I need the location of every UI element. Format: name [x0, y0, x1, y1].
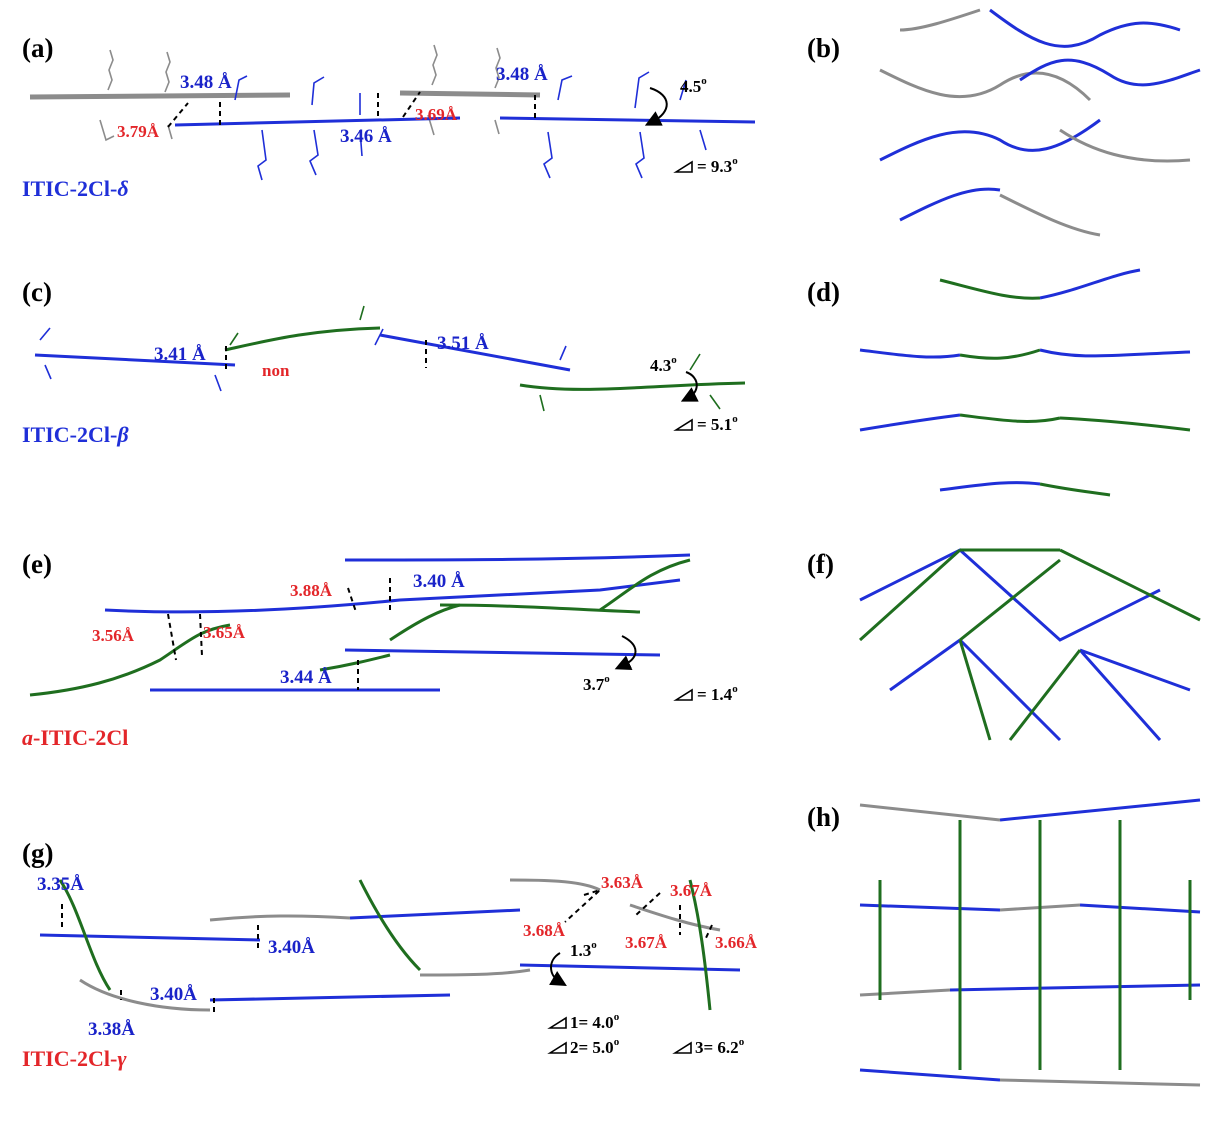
panel-c-angle: = 5.1o — [673, 413, 738, 434]
panel-a-molecules — [29, 44, 756, 181]
panel-a: (a) — [22, 33, 756, 201]
svg-text:= 1.4o: = 1.4o — [697, 683, 738, 704]
panel-a-label: (a) — [22, 33, 53, 63]
panel-g-molecules — [39, 878, 741, 1016]
panel-a-dist-red-2: 3.69Å — [415, 105, 458, 124]
panel-e-dist-red-3: 3.65Å — [203, 623, 246, 642]
panel-a-dist-3: 3.46 Å — [340, 126, 392, 147]
panel-e-angle: = 1.4o — [673, 683, 738, 704]
panel-g-material: ITIC-2Cl-γ — [22, 1046, 127, 1071]
panel-f-label: (f) — [807, 549, 834, 579]
panel-d-label: (d) — [807, 277, 840, 307]
panel-e: (e) 3.40 Å 3.44 Å 3.88Å 3.56Å 3.65Å 3.7o… — [22, 549, 738, 750]
panel-c-dist-1: 3.41 Å — [154, 344, 206, 365]
panel-c-molecules — [34, 305, 746, 412]
panel-c-label: (c) — [22, 277, 52, 307]
panel-g-angle-3: 3= 6.2o — [672, 1036, 745, 1057]
panel-e-molecules — [29, 553, 691, 697]
panel-g-dist-red-4: 3.67Å — [625, 933, 668, 952]
panel-c: (c) 3.41 Å 3.51 Å non 4.3o = 5.1o ITIC-2… — [22, 277, 746, 447]
panel-e-dist-2: 3.44 Å — [280, 667, 332, 688]
svg-text:2= 5.0o: 2= 5.0o — [570, 1036, 620, 1057]
panel-c-non: non — [262, 361, 290, 380]
panel-b-label: (b) — [807, 33, 840, 63]
svg-text:= 5.1o: = 5.1o — [697, 413, 738, 434]
panel-a-angle: = 9.3o — [673, 155, 738, 176]
svg-text:1= 4.0o: 1= 4.0o — [570, 1011, 620, 1032]
panel-g-angle-1: 1= 4.0o — [547, 1011, 620, 1032]
panel-g-dist-red-1: 3.63Å — [601, 873, 644, 892]
panel-g-dist-4: 3.38Å — [88, 1019, 135, 1040]
panel-a-dist-red-1: 3.79Å — [117, 122, 160, 141]
panel-g-dist-red-2: 3.67Å — [670, 881, 713, 900]
panel-e-dist-1: 3.40 Å — [413, 571, 465, 592]
panel-e-tilt: 3.7o — [583, 673, 610, 694]
panel-f: (f) — [807, 548, 1201, 742]
panel-e-dist-red-1: 3.88Å — [290, 581, 333, 600]
panel-h-packing — [859, 798, 1201, 1087]
panel-b-packing — [879, 8, 1201, 237]
panel-f-packing — [858, 548, 1201, 742]
panel-d: (d) — [807, 268, 1191, 497]
panel-g-tilt: 1.3o — [570, 939, 597, 960]
panel-e-label: (e) — [22, 549, 52, 579]
panel-a-dist-1: 3.48 Å — [180, 72, 232, 93]
panel-g-dist-2: 3.40Å — [268, 937, 315, 958]
panel-a-dist-2: 3.48 Å — [496, 64, 548, 85]
panel-h-label: (h) — [807, 802, 840, 832]
svg-text:= 9.3o: = 9.3o — [697, 155, 738, 176]
panel-g-dist-red-5: 3.66Å — [715, 933, 758, 952]
panel-a-tilt: 4.5o — [680, 75, 707, 96]
panel-c-dist-2: 3.51 Å — [437, 333, 489, 354]
panel-c-material: ITIC-2Cl-β — [22, 422, 129, 447]
panel-b: (b) — [807, 8, 1201, 237]
panel-e-dist-red-2: 3.56Å — [92, 626, 135, 645]
panel-d-packing — [859, 268, 1191, 497]
panel-g-dist-3: 3.40Å — [150, 984, 197, 1005]
panel-g: (g) 3.35Å 3.40Å 3.40Å 3.38Å — [22, 838, 758, 1071]
panel-g-dist-1: 3.35Å — [37, 874, 84, 895]
panel-a-material: ITIC-2Cl-δ — [22, 176, 129, 201]
panel-g-label: (g) — [22, 838, 53, 868]
panel-g-dist-red-3: 3.68Å — [523, 921, 566, 940]
svg-text:3= 6.2o: 3= 6.2o — [695, 1036, 745, 1057]
panel-h: (h) — [807, 798, 1201, 1087]
panel-e-material: a-ITIC-2Cl — [22, 725, 128, 750]
panel-c-tilt: 4.3o — [650, 354, 677, 375]
panel-g-angle-2: 2= 5.0o — [547, 1036, 620, 1057]
